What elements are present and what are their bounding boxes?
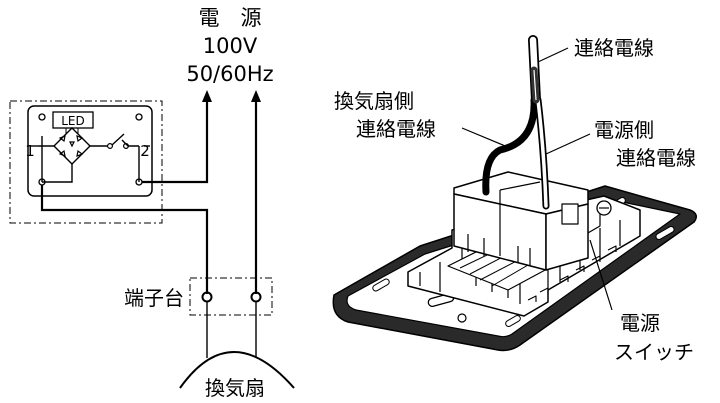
fan-label: 換気扇: [205, 376, 265, 400]
screw-top-left: [38, 113, 46, 121]
power-arrow-right: [251, 90, 261, 102]
switch-lever: [111, 133, 125, 146]
power-title: 電 源: [199, 6, 262, 30]
terminal-block-label: 端子台: [124, 286, 184, 310]
power-arrow-left: [202, 90, 212, 102]
wire-right-to-power: [142, 100, 209, 184]
terminal-1-label: 1: [25, 142, 35, 160]
terminal-block-box: [189, 277, 273, 316]
circuit-diagram: [9, 90, 295, 389]
switch-body: [27, 105, 153, 197]
power-voltage: 100V: [203, 34, 258, 58]
led-box: [52, 111, 94, 129]
leader-fan-side: [461, 127, 511, 149]
switch-label-line1: 電源: [620, 311, 660, 335]
switch-unit-dashed-box: [9, 100, 163, 224]
leader-power-side: [545, 133, 591, 155]
power-side-label-line1: 電源側: [594, 118, 654, 142]
terminal-2-label: 2: [140, 142, 150, 160]
power-side-label-line2: 連絡電線: [616, 146, 696, 170]
terminal-block-screw-left: [201, 291, 213, 303]
leader-connecting-wire: [537, 47, 569, 63]
internal-wiring: [38, 136, 140, 183]
switch-label-line2: スイッチ: [614, 340, 694, 364]
connecting-wire-label: 連絡電線: [574, 36, 654, 60]
fan-side-label-line1: 換気扇側: [334, 89, 414, 113]
leader-switch: [589, 239, 613, 311]
wire-fan-side: [482, 96, 538, 196]
fan-arc: [179, 351, 295, 389]
terminal-block-screw-right: [250, 291, 262, 303]
fan-side-label-line2: 連絡電線: [356, 117, 436, 141]
switch-illustration: [332, 35, 697, 352]
led-label: LED: [61, 114, 85, 128]
screw-top-right: [135, 113, 143, 121]
power-frequency: 50/60Hz: [186, 62, 273, 86]
diode-marks: [58, 135, 84, 157]
wire-left-to-terminal: [40, 185, 209, 294]
